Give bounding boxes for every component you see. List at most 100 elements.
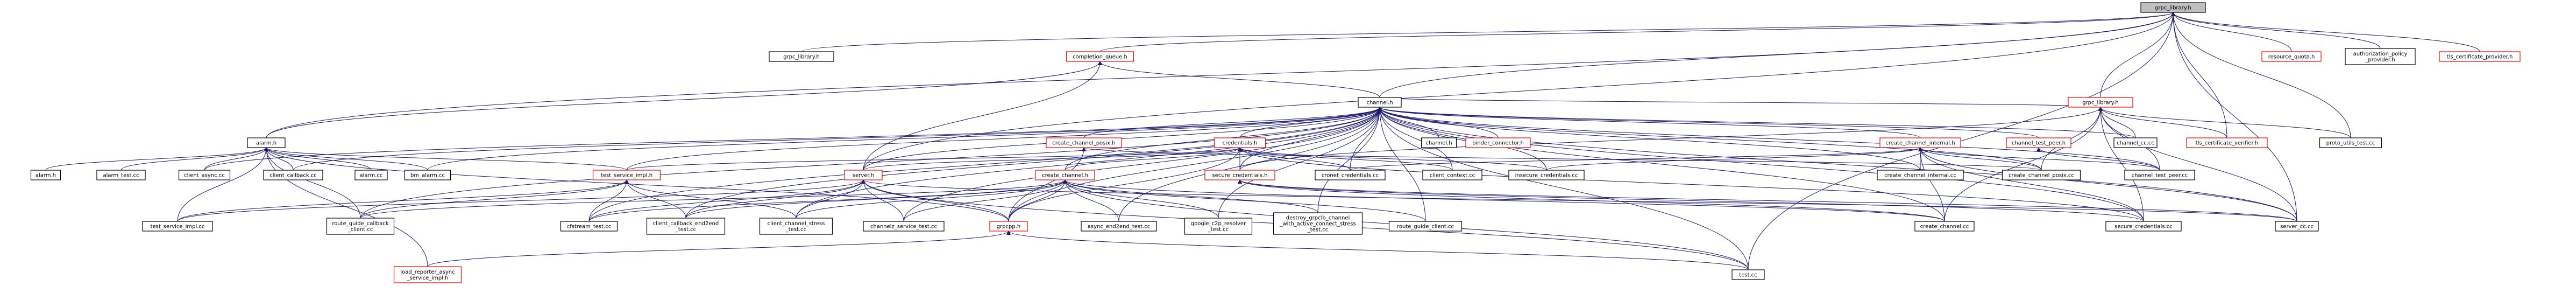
node-binder-connector-h[interactable]: binder_connector.h xyxy=(1465,137,1531,148)
node-label: grpc_library.h xyxy=(2155,5,2191,11)
node-route-guide-callback-client-cc[interactable]: route_guide_callback_client.cc xyxy=(326,218,395,235)
node-insecure-credentials-cc[interactable]: insecure_credentials.cc xyxy=(1508,170,1585,180)
node-label: route_guide_callback_client.cc xyxy=(332,221,389,233)
node-channelz-service-test-cc[interactable]: channelz_service_test.cc xyxy=(863,221,945,232)
node-label: binder_connector.h xyxy=(1472,141,1524,146)
edge-resource_quota_h-to-root xyxy=(2171,12,2292,52)
node-completion-queue-h[interactable]: completion_queue.h xyxy=(1066,51,1134,62)
node-alarm-h2[interactable]: alarm.h xyxy=(30,170,61,180)
node-client-callback-end2end-test-cc[interactable]: client_callback_end2end_test.cc xyxy=(646,218,726,235)
node-box xyxy=(1877,170,1964,180)
node-label: resource_quota.h xyxy=(2268,54,2315,60)
edge-insecure_credentials_cc-to-create_channel_internal_h xyxy=(1546,147,1922,171)
node-tls-certificate-verifier-h[interactable]: tls_certificate_verifier.h xyxy=(2186,137,2268,148)
edge-secure_credentials_cc-to-grpc_library_h3 xyxy=(2098,107,2144,222)
edge-alarm_h2-to-alarm_h xyxy=(45,147,268,171)
node-box xyxy=(354,170,388,180)
node-cfstream-test-cc[interactable]: cfstream_test.cc xyxy=(560,221,618,232)
node-label: channel.h xyxy=(1425,141,1452,146)
node-box xyxy=(1204,170,1275,180)
edge-route_guide_callback_client_cc-to-test_service_impl_h xyxy=(360,179,629,219)
node-label: test_service_impl.cc xyxy=(151,224,205,230)
edge-channel_test_peer_cc-to-channel_test_peer_h xyxy=(2036,147,2160,171)
node-authorization-policy-provider-h[interactable]: authorization_policy_provider.h xyxy=(2345,48,2416,65)
node-box xyxy=(1731,269,1765,280)
node-client-context-cc[interactable]: client_context.cc xyxy=(1422,170,1482,180)
node-create-channel-cc[interactable]: create_channel.cc xyxy=(1914,221,1975,232)
node-client-async-cc[interactable]: client_async.cc xyxy=(178,170,231,180)
node-client-channel-stress-test-cc[interactable]: client_channel_stress_test.cc xyxy=(759,218,833,235)
node-test-service-impl-h[interactable]: test_service_impl.h xyxy=(592,170,661,180)
edge-channel_h-to-completion_queue_h xyxy=(1098,61,1380,98)
node-grpc-library-h3[interactable]: grpc_library.h xyxy=(2068,97,2133,108)
edge-destroy_grpclb_test_cc-to-create_channel_h xyxy=(1063,179,1318,213)
node-box xyxy=(1184,218,1253,235)
node-server-h[interactable]: server.h xyxy=(844,170,883,180)
node-server-cc-cc[interactable]: server_cc.cc xyxy=(2275,221,2319,232)
node-alarm-cc[interactable]: alarm.cc xyxy=(354,170,388,180)
node-box xyxy=(263,170,323,180)
edge-server_cc_cc-to-grpc_library_h3 xyxy=(2098,107,2297,222)
edge-create_channel_posix_cc-to-channel_h xyxy=(1378,107,2042,171)
edge-grpcpp_h-to-create_channel_h xyxy=(1008,179,1067,222)
node-client-callback-cc[interactable]: client_callback.cc xyxy=(263,170,323,180)
edge-cronet_credentials_cc-to-create_channel_internal_h xyxy=(1350,147,1922,171)
node-create-channel-internal-cc[interactable]: create_channel_internal.cc xyxy=(1877,170,1964,180)
edge-server_cc_cc-to-server_h xyxy=(861,179,2297,222)
edge-proto_utils_test_cc-to-grpc_library_h3 xyxy=(2098,107,2351,138)
node-channel-h2[interactable]: channel.h xyxy=(1421,137,1457,148)
node-box xyxy=(2113,137,2158,148)
edge-client_context_cc-to-credentials_h xyxy=(1238,147,1453,171)
node-test-cc[interactable]: test.cc xyxy=(1731,269,1765,280)
node-grpcpp-h[interactable]: grpcpp.h xyxy=(989,221,1028,232)
node-grpc-library-h2[interactable]: grpc_library.h xyxy=(769,51,834,62)
edge-test_service_impl_h-to-alarm_h xyxy=(264,147,627,171)
node-box xyxy=(769,51,834,62)
node-label: client_context.cc xyxy=(1430,173,1475,179)
edge-test_service_impl_h-to-credentials_h xyxy=(626,147,1242,171)
edge-test_cc-to-channel_h xyxy=(1378,107,1749,270)
edge-server_cc_cc-to-root xyxy=(2171,12,2297,222)
node-box xyxy=(1422,170,1482,180)
node-secure-credentials-h[interactable]: secure_credentials.h xyxy=(1204,170,1275,180)
node-google-c2p-resolver-test-cc[interactable]: google_c2p_resolver_test.cc xyxy=(1184,218,1253,235)
node-alarm-h[interactable]: alarm.h xyxy=(247,137,286,148)
node-test-service-impl-cc[interactable]: test_service_impl.cc xyxy=(142,221,213,232)
edge-grpcpp_h-to-channel_h xyxy=(1008,107,1382,222)
node-box xyxy=(2068,97,2133,108)
node-create-channel-posix-cc[interactable]: create_channel_posix.cc xyxy=(2002,170,2081,180)
edge-grpc_library_h2-to-root xyxy=(801,12,2175,52)
node-box xyxy=(1358,97,1402,108)
edge-create_channel_cc-to-channel_h xyxy=(1378,107,1945,222)
node-load-reporter-async-service-impl-h[interactable]: load_reporter_async_service_impl.h xyxy=(393,266,462,283)
node-cronet-credentials-cc[interactable]: cronet_credentials.cc xyxy=(1315,170,1386,180)
node-create-channel-posix-h[interactable]: create_channel_posix.h xyxy=(1046,137,1122,148)
node-channel-cc[interactable]: channel_cc.cc xyxy=(2113,137,2158,148)
edge-google_c2p_resolver_test_cc-to-create_channel_h xyxy=(1063,179,1219,219)
node-create-channel-h[interactable]: create_channel.h xyxy=(1035,170,1095,180)
node-proto-utils-test-cc[interactable]: proto_utils_test.cc xyxy=(2319,137,2382,148)
node-label: create_channel_posix.h xyxy=(1052,141,1115,146)
node-channel-h[interactable]: channel.h xyxy=(1358,97,1402,108)
node-box xyxy=(2006,137,2071,148)
node-label: cronet_credentials.cc xyxy=(1322,173,1379,179)
node-async-end2end-test-cc[interactable]: async_end2end_test.cc xyxy=(1081,221,1157,232)
node-destroy-grpclb-test-cc[interactable]: destroy_grpclb_channel_with_active_conne… xyxy=(1273,212,1363,235)
node-secure-credentials-cc[interactable]: secure_credentials.cc xyxy=(2105,221,2182,232)
node-resource-quota-h[interactable]: resource_quota.h xyxy=(2261,51,2322,62)
node-tls-certificate-provider-h[interactable]: tls_certificate_provider.h xyxy=(2439,51,2521,62)
node-credentials-h[interactable]: credentials.h xyxy=(1214,137,1266,148)
node-box xyxy=(1508,170,1585,180)
node-channel-test-peer-cc[interactable]: channel_test_peer.cc xyxy=(2124,170,2195,180)
node-bm-alarm-cc[interactable]: bm_alarm.cc xyxy=(404,170,451,180)
node-alarm-test-cc[interactable]: alarm_test.cc xyxy=(96,170,146,180)
node-box xyxy=(863,221,945,232)
edge-create_channel_cc-to-secure_credentials_h xyxy=(1238,179,1945,222)
node-route-guide-client-cc[interactable]: route_guide_client.cc xyxy=(1388,221,1463,232)
edge-grpcpp_h-to-server_h xyxy=(861,179,1009,222)
node-label: channelz_service_test.cc xyxy=(870,224,937,230)
node-create-channel-internal-h[interactable]: create_channel_internal.h xyxy=(1879,137,1961,148)
edge-create_channel_cc-to-create_channel_internal_h xyxy=(1918,147,1945,222)
node-channel-test-peer-h[interactable]: channel_test_peer.h xyxy=(2006,137,2071,148)
node-root[interactable]: grpc_library.h xyxy=(2140,2,2206,13)
